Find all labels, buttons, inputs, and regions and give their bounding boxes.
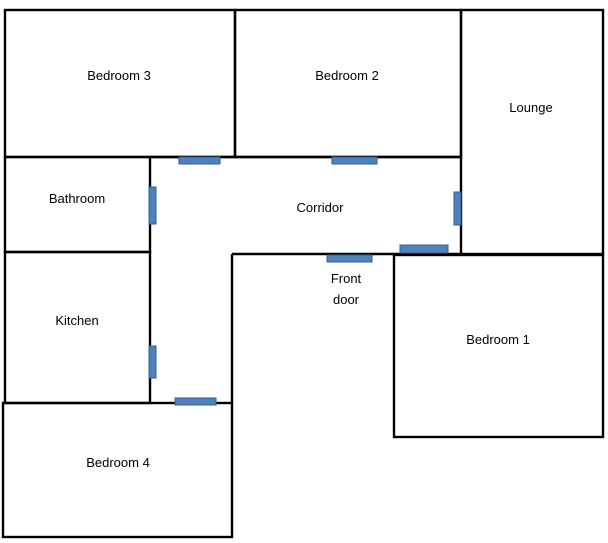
label-kitchen: Kitchen <box>55 313 98 328</box>
bedroom-1-walls <box>392 253 605 439</box>
door-front <box>326 254 373 263</box>
bedroom-3-walls <box>3 8 237 159</box>
door-bedroom-2 <box>331 156 378 165</box>
label-bedroom-2: Bedroom 2 <box>315 68 379 83</box>
bedroom-4-walls <box>1 401 234 539</box>
doors <box>148 156 462 406</box>
bedroom-2-walls <box>233 8 463 159</box>
label-bedroom-4: Bedroom 4 <box>86 455 150 470</box>
lounge-walls <box>459 8 605 256</box>
label-corridor: Corridor <box>297 200 345 215</box>
label-front-door-line-1: Front <box>331 271 362 286</box>
door-kitchen <box>148 345 157 379</box>
label-bedroom-1: Bedroom 1 <box>466 332 530 347</box>
door-bathroom <box>148 186 157 225</box>
door-bedroom-1 <box>399 244 449 254</box>
door-bedroom-3 <box>178 156 221 165</box>
label-bathroom: Bathroom <box>49 191 105 206</box>
room-labels: Bedroom 3 Bedroom 2 Lounge Bathroom Corr… <box>49 68 553 470</box>
door-bedroom-4 <box>174 397 217 406</box>
door-lounge <box>453 191 462 226</box>
label-front-door-line-2: door <box>333 292 360 307</box>
label-bedroom-3: Bedroom 3 <box>87 68 151 83</box>
label-lounge: Lounge <box>509 100 552 115</box>
